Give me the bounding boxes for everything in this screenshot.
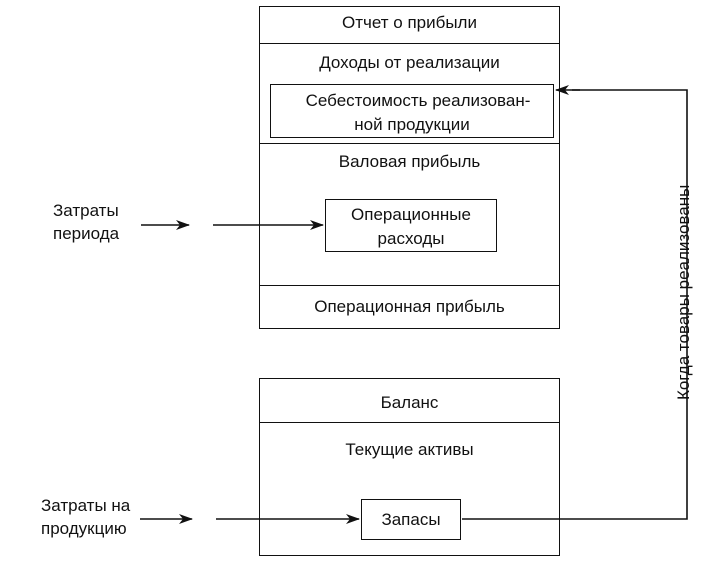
inventory-box [361,499,461,540]
operating-profit-label: Операционная прибыль [314,297,505,316]
divider-operating [259,285,560,286]
income-statement-frame [259,6,560,329]
opex-box [325,199,497,252]
cogs-label-line1: Себестоимость реализован- [305,91,531,110]
revenue-label: Доходы от реализации [319,53,500,72]
opex-label-line1: Операционные [351,205,471,224]
inventory-to-cogs-line [462,89,688,520]
income-statement-title: Отчет о прибыли [342,13,477,32]
cogs-box [270,84,554,138]
period-costs-label-line1: Затраты [53,201,119,220]
opex-label-line2: расходы [377,229,445,248]
balance-sheet-frame [259,378,560,556]
divider-balance [259,422,560,423]
divider-gross [259,143,560,144]
gross-profit-label: Валовая прибыль [338,152,481,171]
balance-sheet-title: Баланс [380,393,439,412]
inventory-label: Запасы [381,510,441,529]
cogs-label-line2: ной продукции [354,115,470,134]
divider-title [259,43,560,44]
current-assets-label: Текущие активы [345,440,474,459]
product-costs-label-line2: продукцию [41,519,127,538]
product-costs-label-line1: Затраты на [41,496,131,515]
period-costs-label-line2: периода [53,224,120,243]
